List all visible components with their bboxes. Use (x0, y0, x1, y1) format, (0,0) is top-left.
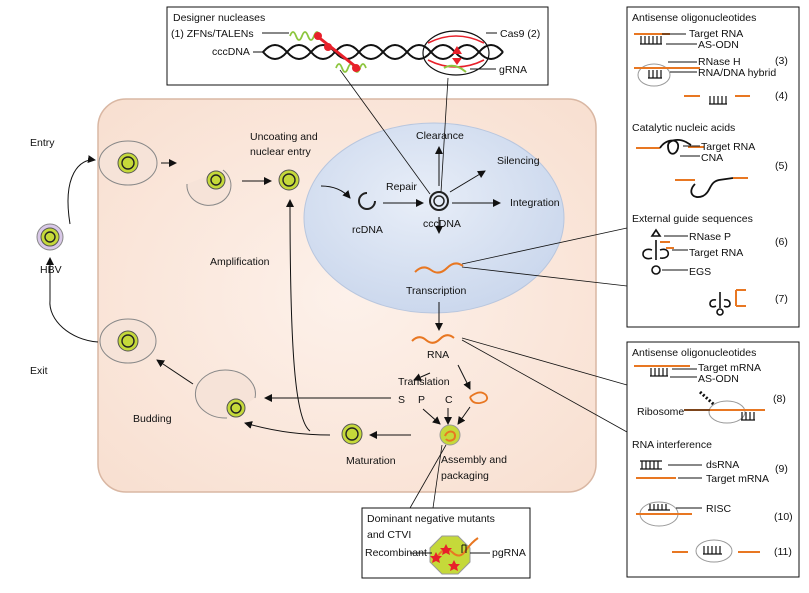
budding-label: Budding (133, 413, 172, 425)
hbv-virion (36, 223, 64, 251)
uncoating-virion (186, 169, 232, 206)
exit-label: Exit (30, 365, 48, 377)
recombinant-c-label: Recombinant C (365, 547, 438, 559)
target-rna-label: Target RNA (689, 28, 743, 40)
entry-label: Entry (30, 137, 55, 149)
rnase-p-label: RNase P (689, 231, 731, 243)
pathway-arrows (46, 146, 501, 439)
assembly-label-2: packaging (441, 470, 489, 482)
cccdna-box-label: cccDNA (212, 46, 250, 58)
exit-virion (99, 318, 157, 364)
c-protein-label: C (445, 394, 453, 406)
rnase-h-label: RNase H (698, 56, 741, 68)
clearance-label: Clearance (416, 130, 464, 142)
cna-title: Catalytic nucleic acids (632, 122, 735, 134)
rna-label: RNA (427, 349, 449, 361)
number-9: (9) (775, 463, 788, 475)
dominant-negative-box: Dominant negative mutants and CTVI Recom… (361, 507, 531, 579)
right-panel-top: Antisense oligonucleotides Target RNA AS… (626, 6, 800, 328)
uncoating-label-1: Uncoating and (250, 131, 318, 143)
risc-label: RISC (706, 503, 732, 515)
hbv-label: HBV (40, 264, 62, 276)
target-mrna2-label: Target mRNA (706, 473, 769, 485)
assembling-capsid (439, 424, 461, 446)
pregenomic-rna (414, 262, 464, 274)
dominant-negative-title-2: and CTVI (367, 529, 411, 541)
aso-title-bottom: Antisense oligonucleotides (632, 347, 756, 359)
dominant-negative-title-1: Dominant negative mutants (367, 513, 495, 525)
ribosome-label: Ribosome (637, 406, 684, 418)
number-6: (6) (775, 236, 788, 248)
cccdna-glyph (429, 191, 449, 211)
nucleocapsid (278, 169, 300, 191)
number-10: (10) (774, 511, 793, 523)
grna-label: gRNA (499, 64, 527, 76)
aso-title-top: Antisense oligonucleotides (632, 12, 756, 24)
c-protein-glyph (469, 391, 489, 405)
zfn-talen-label: (1) ZFNs/TALENs (171, 28, 254, 40)
rcdna-glyph (358, 192, 376, 210)
target-mrna-label: Target mRNA (698, 362, 761, 374)
right-panel-bottom: Antisense oligonucleotides Target mRNA A… (626, 341, 800, 578)
uncoating-label-2: nuclear entry (250, 146, 311, 158)
budding-virion-upper (194, 369, 256, 419)
nucleus (303, 122, 565, 314)
designer-nucleases-box: Designer nucleases (1) ZFNs/TALENs cccDN… (166, 6, 549, 86)
as-odn-bottom-label: AS-ODN (698, 373, 739, 385)
dsrna-label: dsRNA (706, 459, 739, 471)
number-4: (4) (775, 90, 788, 102)
number-7: (7) (775, 293, 788, 305)
mature-nucleocapsid (341, 423, 363, 445)
number-8: (8) (773, 393, 786, 405)
pgrna-label: pgRNA (492, 547, 526, 559)
rna-dna-hybrid-label: RNA/DNA hybrid (698, 67, 776, 79)
egs-title: External guide sequences (632, 213, 753, 225)
rcdna-label: rcDNA (352, 224, 383, 236)
maturation-label: Maturation (346, 455, 396, 467)
number-11: (11) (774, 546, 792, 558)
cccdna-label: cccDNA (423, 218, 461, 230)
cna-label: CNA (701, 152, 723, 164)
as-odn-label: AS-ODN (698, 39, 739, 51)
cna-target-rna-label: Target RNA (701, 141, 755, 153)
mrna (411, 334, 455, 344)
assembly-label-1: Assembly and (441, 454, 507, 466)
entry-virion-endosome (98, 140, 158, 186)
rnai-title: RNA interference (632, 439, 712, 451)
repair-label: Repair (386, 181, 417, 193)
p-protein-label: P (418, 394, 425, 406)
transcription-label: Transcription (406, 285, 466, 297)
s-protein-label: S (398, 394, 405, 406)
callout-lines (339, 69, 628, 509)
designer-nucleases-title: Designer nucleases (173, 12, 265, 24)
amplification-label: Amplification (210, 256, 270, 268)
integration-label: Integration (510, 197, 560, 209)
silencing-label: Silencing (497, 155, 540, 167)
translation-label: Translation (398, 376, 450, 388)
number-5: (5) (775, 160, 788, 172)
egs-label: EGS (689, 266, 711, 278)
egs-target-rna-label: Target RNA (689, 247, 743, 259)
cas9-label: Cas9 (2) (500, 28, 540, 40)
number-3: (3) (775, 55, 788, 67)
